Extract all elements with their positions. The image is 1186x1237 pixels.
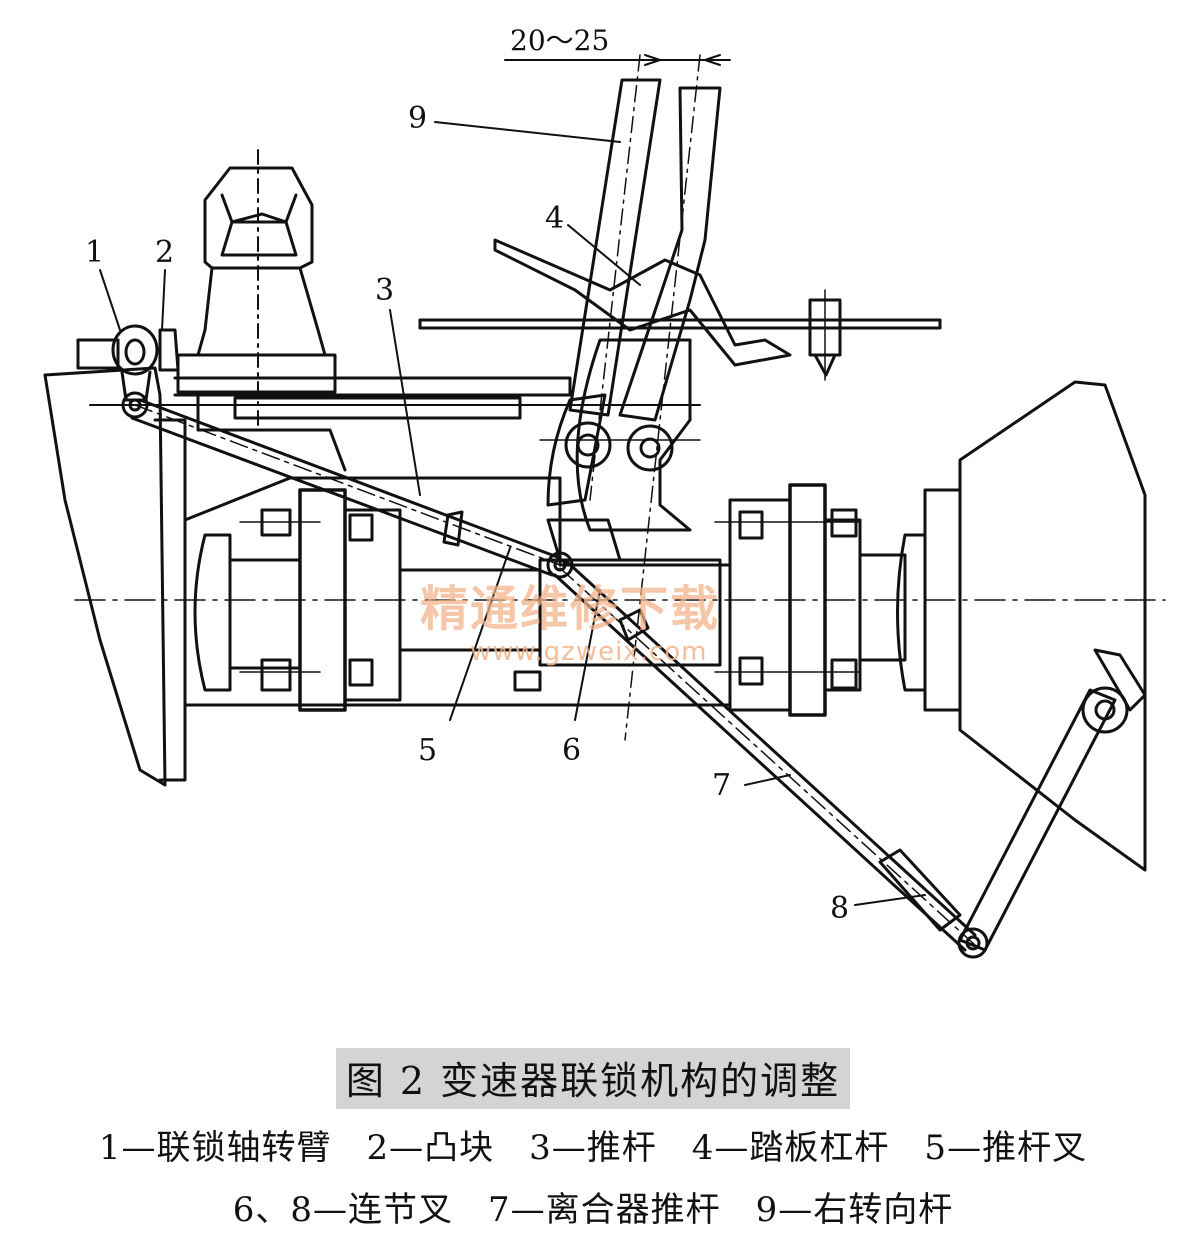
- dimension-label: 20～25: [510, 24, 609, 57]
- legend-line-1: 1—联锁轴转臂 2—凸块 3—推杆 4—踏板杠杆 5—推杆叉: [98, 1128, 1088, 1168]
- bolts: [260, 508, 858, 692]
- dimension-lines: [504, 54, 731, 66]
- part-label-9: 9: [408, 101, 427, 136]
- interlock-arm: [111, 324, 180, 419]
- part-label-1: 1: [85, 235, 104, 270]
- upper-shaft: [89, 318, 942, 472]
- transmission-body: [74, 476, 1166, 717]
- watermark-url: www.gzweix.com: [470, 637, 708, 667]
- part-label-4: 4: [545, 201, 564, 236]
- part-label-7: 7: [712, 768, 731, 803]
- part-label-5: 5: [418, 733, 437, 768]
- figure-title: 图 2 变速器联锁机构的调整: [0, 1048, 1186, 1109]
- part-label-6: 6: [562, 733, 581, 768]
- figure-title-text: 图 2 变速器联锁机构的调整: [335, 1048, 851, 1109]
- part-label-3: 3: [375, 273, 394, 308]
- watermark: 精通维修下载 www.gzweix.com: [420, 581, 720, 667]
- right-bracket: [808, 289, 842, 381]
- gearbox-dome: [176, 149, 337, 431]
- pedal-lever: [493, 238, 792, 532]
- watermark-cn: 精通维修下载: [420, 581, 720, 637]
- part-label-2: 2: [155, 235, 174, 270]
- mechanism-drawing: 精通维修下载 www.gzweix.com 20～25 1 2 3 4 5 6 …: [43, 24, 1166, 959]
- left-housing: [43, 338, 187, 787]
- leader-lines: [99, 121, 926, 906]
- legend-line-2: 6、8—连节叉 7—离合器推杆 9—右转向杆: [232, 1190, 954, 1230]
- part-label-8: 8: [830, 891, 849, 926]
- clutch-rod: [546, 551, 989, 959]
- right-housing: [958, 380, 1147, 952]
